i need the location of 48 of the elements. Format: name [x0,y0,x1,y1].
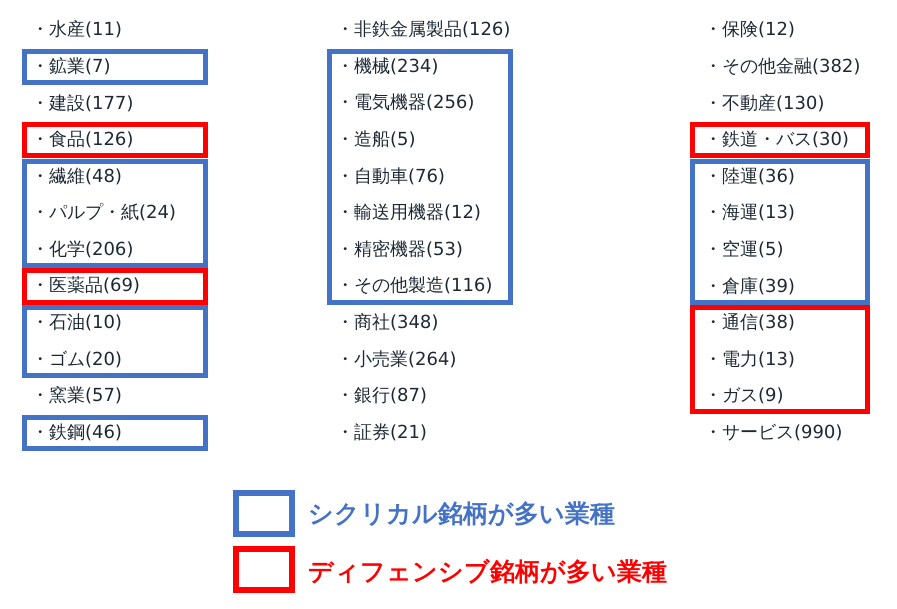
list-item-text: ・商社(348) [336,312,438,334]
list-item-text: ・繊維(48) [31,166,122,188]
list-item-text: ・ガス(9) [704,385,784,408]
list-item-text: ・サービス(990) [704,422,842,444]
list-item-text: ・非鉄金属製品(126) [336,19,510,42]
group-frame [690,158,870,305]
group-frame [22,304,208,378]
list-item-text: ・電力(13) [704,348,795,371]
list-item-text: ・陸運(36) [704,166,795,188]
list-item-text: ・鉄道・バス(30) [704,129,849,152]
group-frame [22,122,208,158]
list-item-text: ・銀行(87) [336,385,427,408]
list-item-text: ・その他製造(116) [336,275,492,298]
list-item-text: ・鉄鋼(46) [31,422,122,444]
group-frame [22,268,208,305]
list-item-text: ・化学(206) [31,238,134,261]
list-item-text: ・精密機器(53) [336,238,463,261]
list-item-text: ・水産(11) [31,19,122,42]
group-frame [22,48,208,86]
group-frame [690,122,870,158]
list-item-text: ・小売業(264) [336,348,456,371]
list-item-text: ・石油(10) [31,312,122,334]
list-item-text: ・機械(234) [336,56,438,78]
list-item-text: ・窯業(57) [31,385,122,408]
list-item-text: ・海運(13) [704,202,795,224]
list-item-text: ・電気機器(256) [336,92,474,114]
list-item-text: ・その他金融(382) [704,56,860,78]
list-item-text: ・造船(5) [336,129,416,152]
list-item-text: ・食品(126) [31,129,134,152]
list-item-text: ・建設(177) [31,92,134,114]
list-item-text: ・保険(12) [704,19,795,42]
group-frame [327,48,513,305]
group-frame [22,158,208,268]
list-item-text: ・通信(38) [704,312,795,334]
group-frame [690,304,870,414]
list-item-text: ・自動車(76) [336,166,445,188]
list-item-text: ・パルプ・紙(24) [31,202,176,224]
list-item-text: ・輸送用機器(12) [336,202,481,224]
list-item-text: ・倉庫(39) [704,276,795,298]
list-item-text: ・証券(21) [336,422,427,444]
group-frame [22,414,208,452]
list-item-text: ・不動産(130) [704,92,824,114]
list-item-text: ・医薬品(69) [31,275,140,298]
list-item-text: ・空運(5) [704,238,784,261]
legend-text: ディフェンシブ銘柄が多い業種 [308,557,667,587]
list-item-text: ・鉱業(7) [31,56,110,78]
legend-text: シクリカル銘柄が多い業種 [308,499,615,529]
list-item-text: ・ゴム(20) [31,348,122,371]
